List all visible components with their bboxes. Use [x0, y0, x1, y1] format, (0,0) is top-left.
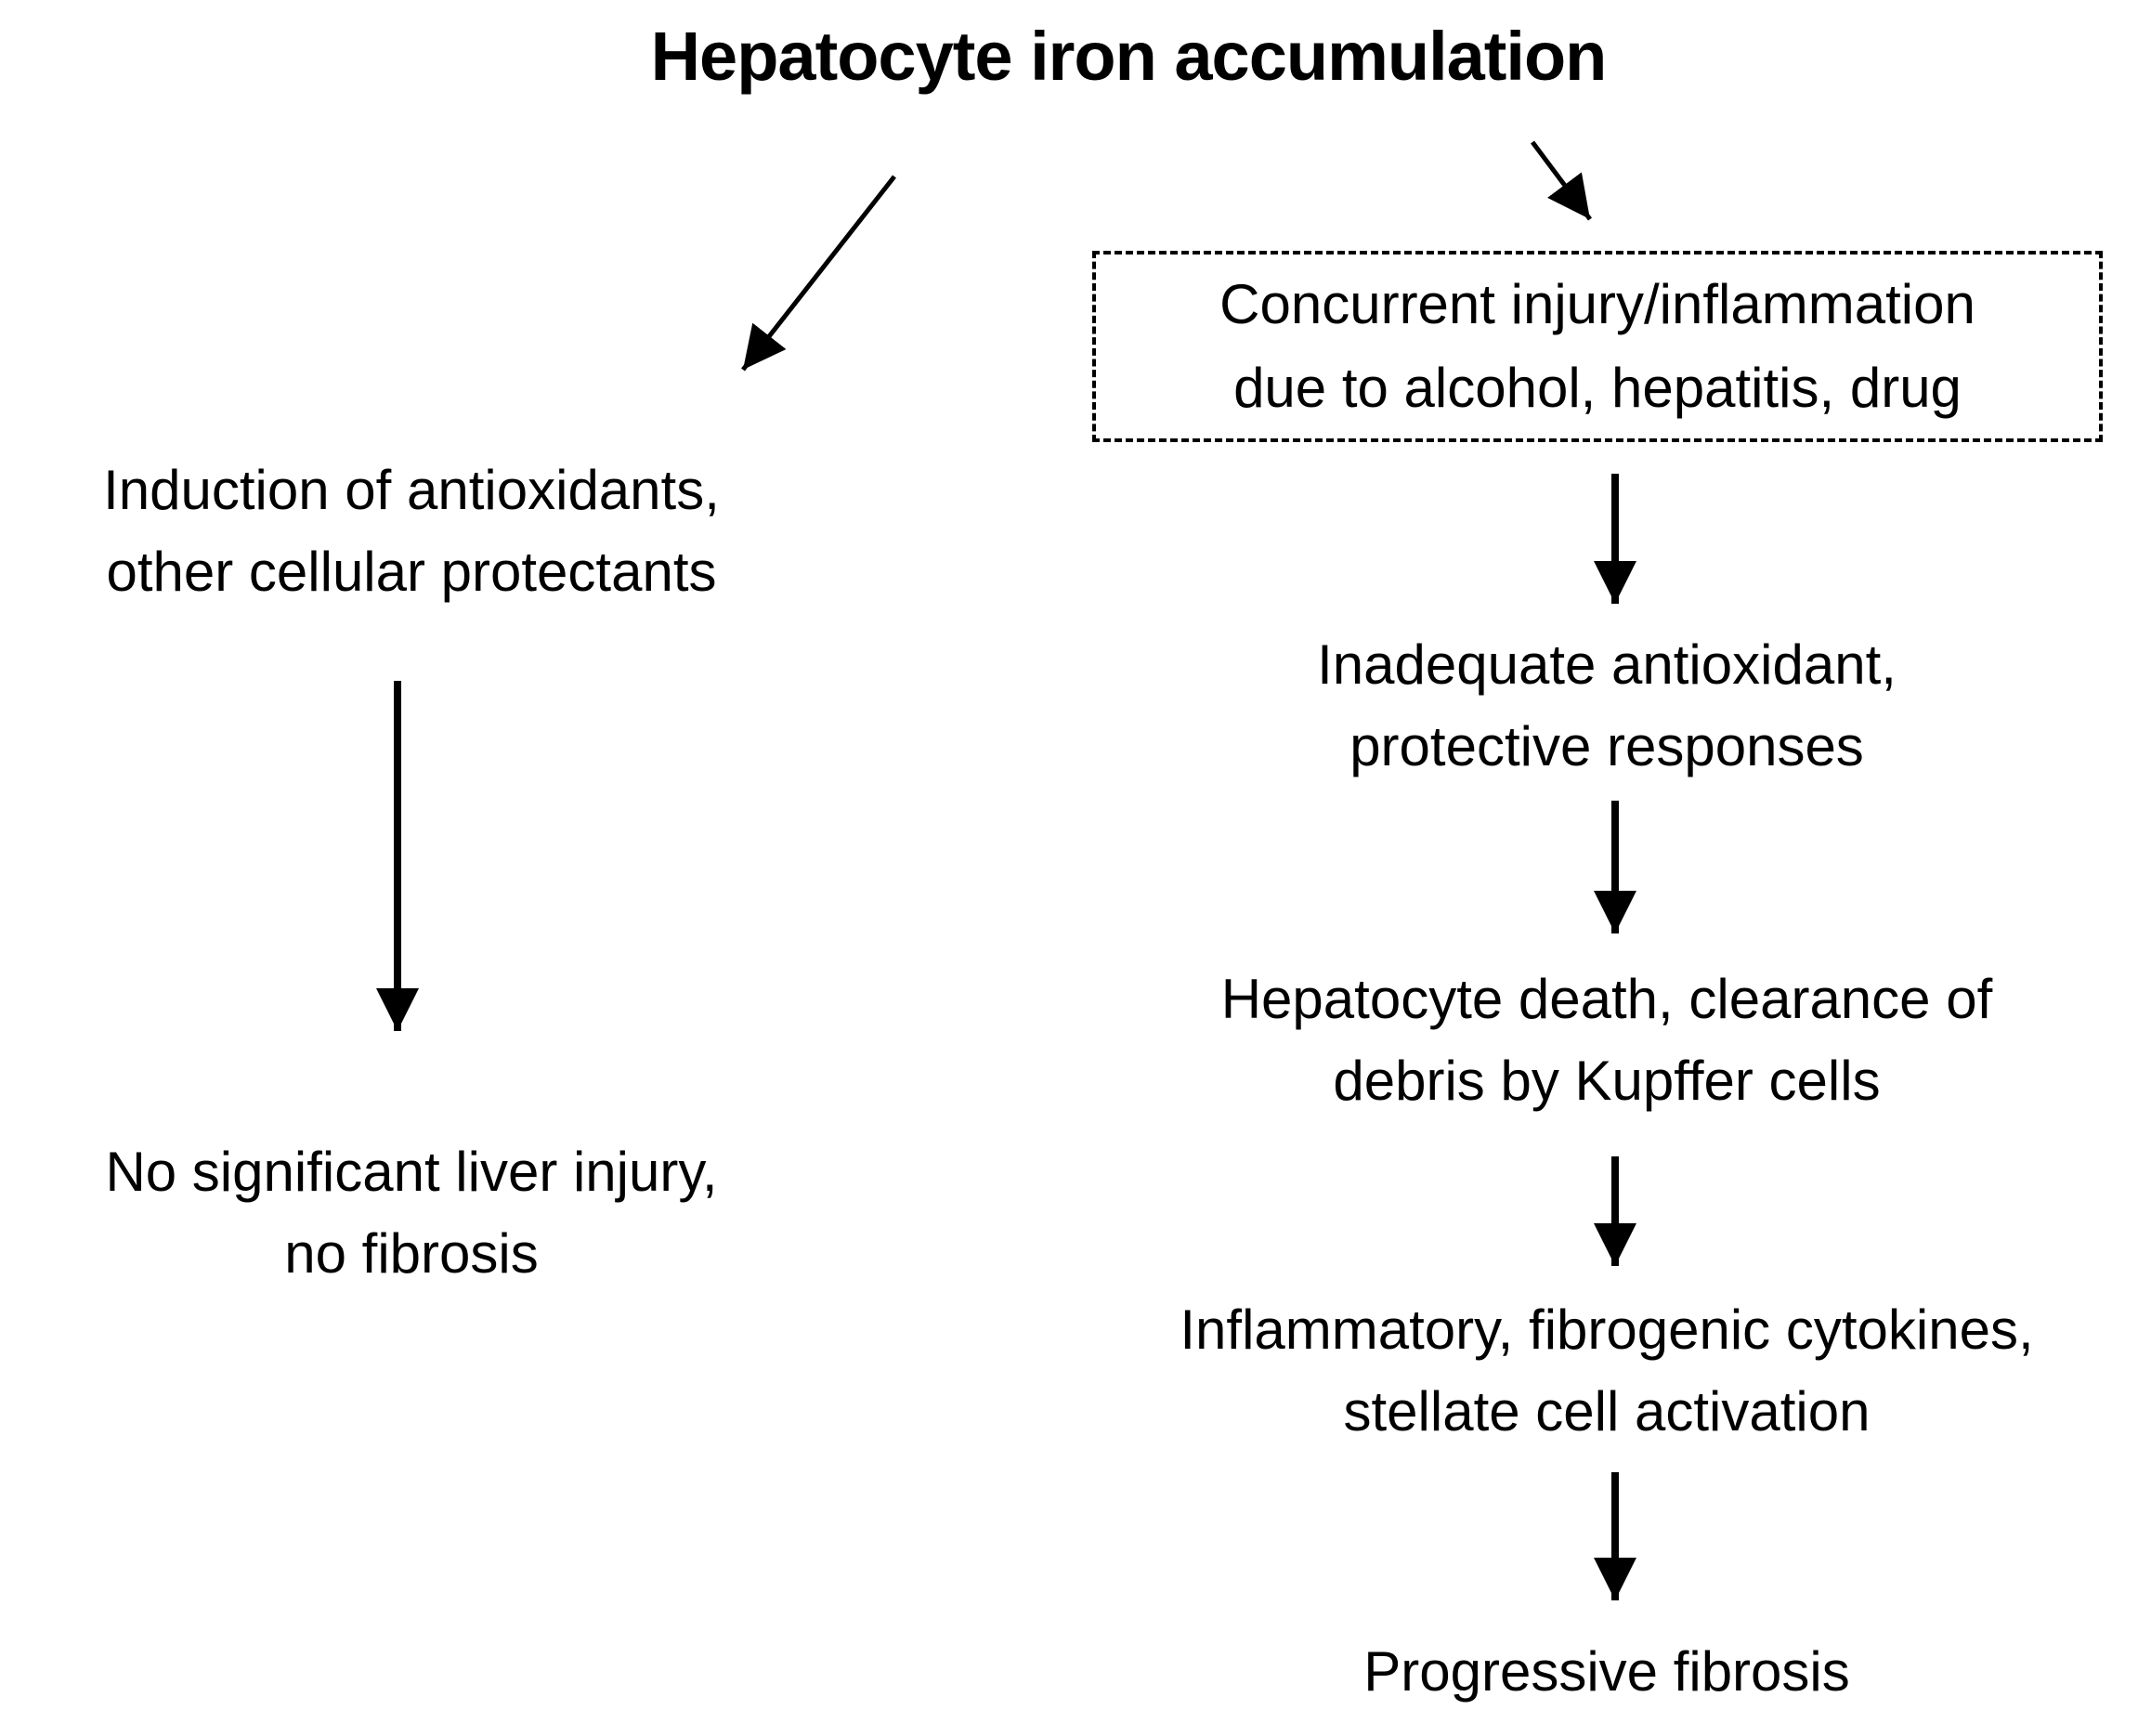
node-hepatocyte-death-line2: debris by Kupffer cells: [1333, 1050, 1881, 1112]
node-inflammatory-cytokines: Inflammatory, fibrogenic cytokines, stel…: [1045, 1289, 2138, 1453]
node-induction-of-antioxidants: Induction of antioxidants, other cellula…: [17, 450, 806, 613]
node-concurrent-injury-line1: Concurrent injury/inflammation: [1219, 273, 1975, 335]
node-concurrent-injury-box: Concurrent injury/inflammation due to al…: [1092, 251, 2103, 442]
arrow-title-to-right-branch: [1530, 140, 1593, 221]
node-no-injury-line1: No significant liver injury,: [105, 1141, 718, 1203]
node-inflammatory-line1: Inflammatory, fibrogenic cytokines,: [1180, 1299, 2034, 1361]
node-no-significant-liver-injury: No significant liver injury, no fibrosis: [17, 1131, 806, 1295]
node-inadequate-antioxidant: Inadequate antioxidant, protective respo…: [1045, 624, 2138, 788]
node-progressive-fibrosis: Progressive fibrosis: [1045, 1631, 2138, 1713]
node-induction-line1: Induction of antioxidants,: [103, 459, 720, 521]
arrow-title-to-left-branch: [741, 175, 896, 372]
node-inflammatory-line2: stellate cell activation: [1343, 1380, 1871, 1442]
node-concurrent-injury-line2: due to alcohol, hepatitis, drug: [1233, 357, 1962, 419]
node-progressive-line1: Progressive fibrosis: [1363, 1640, 1850, 1703]
node-no-injury-line2: no fibrosis: [284, 1222, 539, 1285]
node-induction-line2: other cellular protectants: [106, 541, 717, 603]
node-inadequate-line1: Inadequate antioxidant,: [1317, 633, 1897, 696]
diagram-title: Hepatocyte iron accumulation: [650, 18, 1608, 95]
node-hepatocyte-death-line1: Hepatocyte death, clearance of: [1220, 968, 1993, 1030]
node-inadequate-line2: protective responses: [1349, 715, 1864, 777]
node-hepatocyte-death: Hepatocyte death, clearance of debris by…: [1045, 959, 2138, 1122]
